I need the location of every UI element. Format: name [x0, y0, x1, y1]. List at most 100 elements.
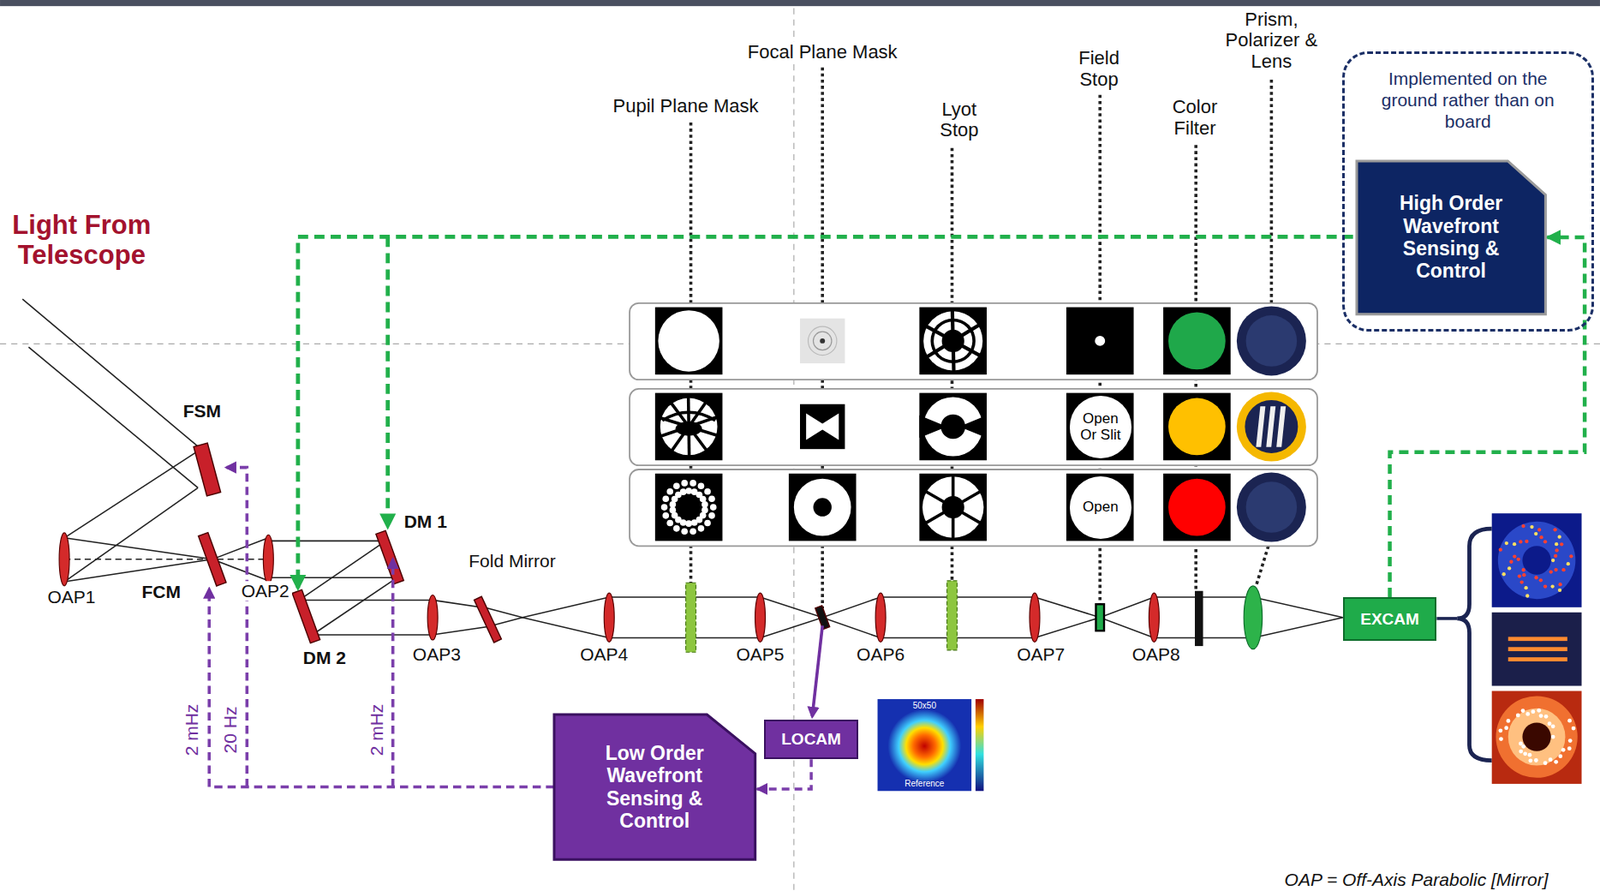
mask-dot — [680, 488, 687, 496]
oap-mirror — [875, 592, 886, 642]
mask-circle — [657, 310, 719, 371]
mask-ring — [808, 326, 837, 355]
mask-icon — [800, 318, 845, 364]
mask-icon — [919, 473, 987, 542]
mask-square — [1066, 473, 1135, 542]
speckle — [1544, 714, 1549, 719]
node-text: Open — [1082, 499, 1119, 516]
strut — [924, 325, 953, 341]
caption-label: Light From Telescope — [0, 210, 174, 270]
speckle — [1543, 539, 1547, 544]
light-ray — [28, 346, 198, 488]
mirror-label: OAP8 — [1129, 644, 1183, 665]
mask-dot — [662, 512, 669, 520]
strut — [925, 340, 954, 359]
mask-dot — [666, 519, 674, 527]
mask-wedge — [959, 415, 987, 438]
mirror-label: OAP5 — [734, 644, 788, 665]
mirror-label: OAP4 — [577, 644, 631, 665]
speckle — [1571, 726, 1577, 731]
mask-square — [1066, 393, 1135, 461]
speckle — [1561, 747, 1566, 753]
speckle — [1509, 560, 1513, 564]
mask-dot — [704, 519, 711, 527]
mask-dot — [708, 512, 716, 520]
mirror-label: FSM — [180, 400, 224, 422]
mirror-label: OAP6 — [853, 644, 908, 665]
speckle — [1539, 535, 1543, 539]
mask-circle — [1246, 481, 1298, 533]
light-ray — [64, 537, 269, 582]
colorbar — [975, 698, 985, 791]
speckle — [1569, 554, 1573, 558]
ground-segment-region: Implemented on the ground rather than on… — [1342, 51, 1595, 333]
mask-circle — [1246, 315, 1298, 367]
strut — [953, 340, 982, 357]
strut — [950, 308, 956, 341]
science-image — [1492, 513, 1583, 608]
speckle — [1512, 542, 1517, 546]
node-text: Low Order Wavefront Sensing & Control — [577, 741, 732, 833]
mask-square — [1163, 307, 1231, 376]
light-ray — [64, 537, 269, 581]
speckle — [1559, 542, 1564, 546]
mask-dot — [710, 503, 717, 511]
speckle — [1522, 567, 1526, 572]
speckle — [1529, 525, 1534, 529]
top-band — [0, 0, 1600, 6]
speckle — [1498, 736, 1504, 741]
brace-stem — [1436, 616, 1457, 621]
speckle — [1528, 758, 1533, 763]
filter-disc — [1168, 398, 1226, 456]
speckle — [1506, 718, 1511, 723]
mask-square — [655, 307, 723, 376]
speckle — [1530, 709, 1535, 714]
spectrum-line — [1508, 656, 1568, 662]
field-stop — [1095, 603, 1105, 631]
mask-icon — [788, 473, 857, 542]
speckle — [1558, 588, 1562, 592]
spectrum-line — [1508, 646, 1568, 651]
oap-mirror — [755, 592, 766, 642]
mask-panel — [629, 469, 1318, 546]
mask-icon — [1066, 473, 1135, 542]
light-ray — [64, 487, 198, 582]
speckle — [1567, 718, 1572, 723]
speckle — [1522, 751, 1528, 756]
mask-square — [800, 318, 845, 364]
mask-square — [788, 473, 857, 542]
light-ray — [22, 298, 201, 449]
speckle — [1517, 573, 1522, 578]
component-label: Field Stop — [1065, 47, 1133, 90]
speckle — [1521, 744, 1526, 749]
speckle — [1534, 758, 1539, 763]
speckle — [1558, 582, 1562, 586]
speckle — [1553, 567, 1558, 572]
mask-circle — [1236, 391, 1307, 461]
bowtie — [805, 412, 839, 440]
speckle — [1551, 734, 1556, 740]
mask-icon — [919, 393, 987, 461]
mask-dot — [689, 527, 697, 535]
mask-dot — [685, 519, 693, 527]
mask-circle — [794, 478, 852, 537]
prism-stripe — [1276, 405, 1286, 448]
focus-mirror — [198, 532, 227, 586]
strut — [951, 474, 956, 508]
leader-line — [1256, 545, 1269, 586]
mask-square — [800, 404, 845, 449]
speckle — [1518, 749, 1523, 754]
mirror-label: OAP7 — [1014, 644, 1068, 665]
light-ray — [64, 448, 202, 538]
mask-dot — [691, 519, 699, 526]
polarization-image — [1508, 708, 1566, 766]
component-label: Focal Plane Mask — [745, 41, 901, 63]
strut — [925, 507, 954, 524]
filter-disc — [1168, 312, 1226, 371]
psf-spot — [887, 709, 962, 783]
mask-circle — [1236, 472, 1307, 543]
camera-box: LOCAM — [764, 719, 859, 759]
light-ray — [312, 633, 434, 636]
mask-dot — [666, 488, 674, 496]
science-image — [1522, 545, 1551, 574]
